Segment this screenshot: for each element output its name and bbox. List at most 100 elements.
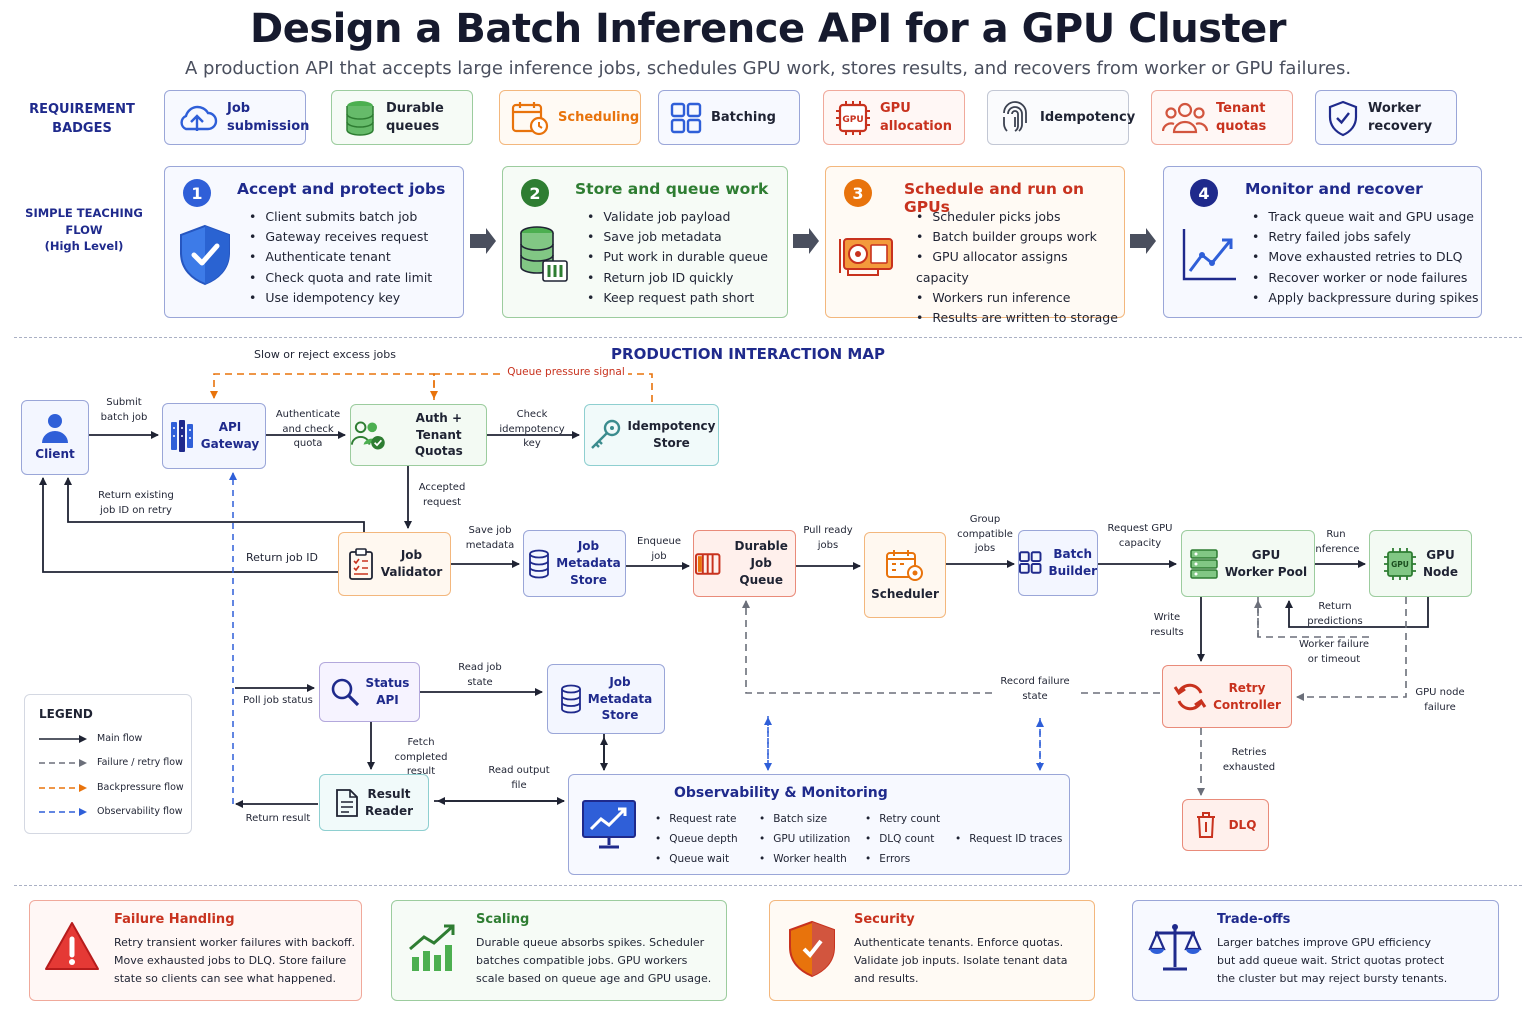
legend-item: Failure / retry flow xyxy=(97,757,183,768)
warning-icon xyxy=(44,919,100,979)
node-retry-controller: Retry Controller xyxy=(1162,665,1292,728)
monitor-chart-icon xyxy=(582,800,636,849)
badge-idempotency: Idempotency xyxy=(987,90,1135,145)
database-icon xyxy=(560,684,581,714)
users-check-icon xyxy=(351,421,385,450)
node-durable-job-queue: Durable Job Queue xyxy=(693,530,796,597)
badge-label: Worker recovery xyxy=(1368,100,1433,134)
flow-item: Workers run inference xyxy=(916,288,1124,308)
section-divider xyxy=(14,885,1522,886)
flow-card-title: Monitor and recover xyxy=(1245,180,1423,198)
edge-label-return-job-id: Return job ID xyxy=(246,551,318,564)
metric-item: DLQ count xyxy=(865,829,940,849)
flow-item: Apply backpressure during spikes xyxy=(1252,288,1478,308)
node-batch-builder: Batch Builder xyxy=(1018,530,1098,596)
growth-chart-icon xyxy=(406,919,462,979)
node-gpu-worker-pool: GPU Worker Pool xyxy=(1181,530,1315,597)
metric-item: Batch size xyxy=(759,809,850,829)
legend-item: Observability flow xyxy=(97,806,183,817)
page-subtitle: A production API that accepts large infe… xyxy=(184,58,1352,79)
edge-slow-reject xyxy=(210,373,435,400)
flow-item: Retry failed jobs safely xyxy=(1252,227,1479,247)
section-divider xyxy=(14,337,1522,338)
flow-item: Return job ID quickly xyxy=(587,268,768,288)
flow-item: Batch builder groups work xyxy=(916,227,1124,247)
edge-label-read-state: Read job state xyxy=(458,662,502,688)
key-icon xyxy=(590,419,620,449)
edge-record-failure xyxy=(742,600,1160,694)
edge-label-queue-pressure: Queue pressure signal xyxy=(504,365,628,381)
flow-card-store: 2 Store and queue work Validate job payl… xyxy=(502,166,788,318)
edge-label-slow-reject: Slow or reject excess jobs xyxy=(254,348,396,361)
edge-label-worker-failure: Worker failure or timeout xyxy=(1299,639,1369,665)
flow-item: Scheduler picks jobs xyxy=(916,207,1124,227)
edge-label-read-output: Read output file xyxy=(488,765,550,791)
flow-item: Use idempotency key xyxy=(249,288,432,308)
line-chart-icon xyxy=(1178,225,1238,289)
edge-label-fetch-completed: Fetch completed result xyxy=(394,737,448,777)
legend: LEGEND Main flow Failure / retry flow Ba… xyxy=(24,694,192,834)
edge-label-submit: Submit batch job xyxy=(100,397,148,423)
server-icon xyxy=(1190,548,1218,579)
card-title: Security xyxy=(854,912,915,927)
trash-icon xyxy=(1196,812,1215,838)
edge-label-accepted: Accepted request xyxy=(418,482,466,508)
badge-batching: Batching xyxy=(658,90,800,145)
metric-item: Retry count xyxy=(865,809,940,829)
edge-label-return-existing: Return existing job ID on retry xyxy=(98,490,174,516)
refresh-icon xyxy=(1173,683,1207,710)
step-number: 4 xyxy=(1190,179,1218,207)
gpu-card-icon xyxy=(838,223,898,291)
metric-item: GPU utilization xyxy=(759,829,850,849)
grid-icon xyxy=(670,102,702,133)
database-icon xyxy=(529,549,550,578)
user-icon xyxy=(42,414,68,444)
map-title: PRODUCTION INTERACTION MAP xyxy=(611,345,885,363)
edge-label-enqueue: Enqueue job xyxy=(637,536,681,562)
database-icon xyxy=(346,100,374,136)
fingerprint-icon xyxy=(1003,100,1027,132)
node-auth-tenant-quotas: Auth + Tenant Quotas xyxy=(350,404,487,466)
card-text: Larger batches improve GPU efficiency bu… xyxy=(1217,936,1448,985)
node-gpu-node: GPU GPU Node xyxy=(1369,530,1472,597)
flow-item: Check quota and rate limit xyxy=(249,268,432,288)
gpu-chip-icon: GPU xyxy=(1383,547,1416,580)
flow-step-arrow xyxy=(793,228,819,254)
edge-label-request-gpu: Request GPU capacity xyxy=(1107,523,1173,549)
badge-label: Scheduling xyxy=(558,109,640,125)
metric-item: Request rate xyxy=(655,809,738,829)
card-security: Security Authenticate tenants. Enforce q… xyxy=(769,900,1095,1001)
edge-label-return-result: Return result xyxy=(245,813,311,824)
edge-label-authenticate: Authenticate and check quota xyxy=(275,409,341,449)
observability-panel: Observability & Monitoring Request rate … xyxy=(568,774,1070,875)
edge-label-pull-ready: Pull ready jobs xyxy=(803,525,853,551)
flow-item: GPU allocator assigns capacity xyxy=(916,247,1124,287)
flow-item: Put work in durable queue xyxy=(587,247,768,267)
edge-label-poll: Poll job status xyxy=(243,695,313,706)
card-scaling: Scaling Durable queue absorbs spikes. Sc… xyxy=(391,900,727,1001)
badge-tenant-quotas: Tenant quotas xyxy=(1151,90,1293,145)
cloud-upload-icon xyxy=(180,105,218,131)
legend-item: Backpressure flow xyxy=(97,782,184,793)
edge-label-run-inference: Run inference xyxy=(1312,529,1360,555)
card-title: Trade-offs xyxy=(1217,912,1291,927)
flow-item: Track queue wait and GPU usage xyxy=(1252,207,1479,227)
flow-item: Gateway receives request xyxy=(249,227,432,247)
flow-item: Results are written to storage xyxy=(916,308,1124,328)
card-failure-handling: Failure Handling Retry transient worker … xyxy=(29,900,362,1001)
badge-label: Durable queues xyxy=(386,100,444,134)
badge-durable-queues: Durable queues xyxy=(331,90,473,145)
flow-item: Keep request path short xyxy=(587,288,768,308)
svg-text:GPU: GPU xyxy=(1391,560,1409,569)
edge-label-write-results: Write results xyxy=(1150,612,1184,638)
calendar-clock-icon xyxy=(511,101,549,135)
metric-item: Worker health xyxy=(759,849,850,869)
metric-item: Queue depth xyxy=(655,829,737,849)
flow-item: Move exhausted retries to DLQ xyxy=(1252,247,1479,267)
flow-step-arrow xyxy=(1130,228,1156,254)
teaching-flow-label: SIMPLE TEACHING FLOW (High Level) xyxy=(25,206,143,254)
flow-card-accept: 1 Accept and protect jobs Client submits… xyxy=(164,166,464,318)
step-number: 3 xyxy=(844,179,872,207)
flow-item: Save job metadata xyxy=(587,227,768,247)
flow-item: Authenticate tenant xyxy=(249,247,432,267)
